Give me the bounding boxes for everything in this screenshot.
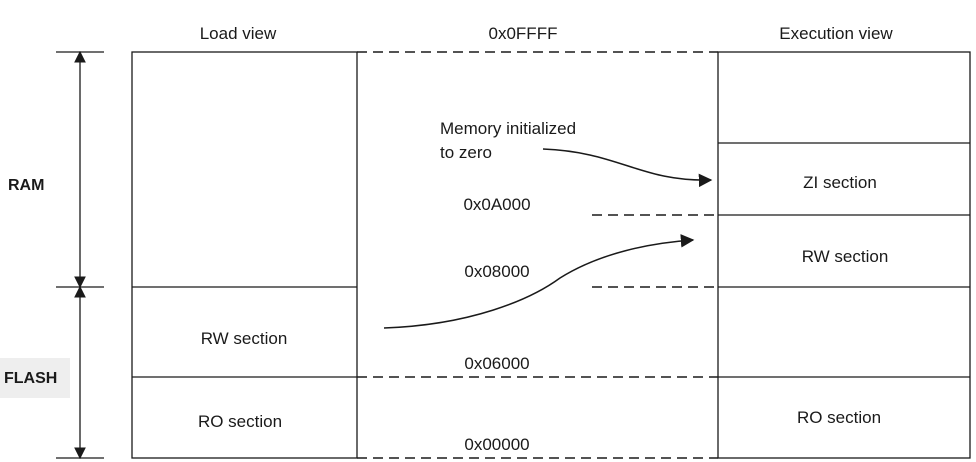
address-0x0a000: 0x0A000 [463,195,530,214]
flash-label-background [0,358,70,398]
execution-view-header: Execution view [779,24,893,43]
execution-view-column [717,51,971,459]
exec-zi-section-label: ZI section [803,173,877,192]
load-view-header: Load view [200,24,277,43]
rw-copy-arrow [383,234,695,329]
exec-rw-section-label: RW section [802,247,889,266]
annotation-line-1: Memory initialized [440,119,576,138]
zi-init-arrow [542,148,713,188]
flash-label: FLASH [4,370,57,387]
top-address-label: 0x0FFFF [489,24,558,43]
ram-label: RAM [8,177,44,194]
address-0x00000: 0x00000 [464,435,529,454]
load-view-column [131,51,358,459]
annotation-line-2: to zero [440,143,492,162]
load-rw-section-label: RW section [201,329,288,348]
address-0x08000: 0x08000 [464,262,529,281]
exec-ro-section-label: RO section [797,408,881,427]
load-ro-section-label: RO section [198,412,282,431]
address-0x06000: 0x06000 [464,354,529,373]
